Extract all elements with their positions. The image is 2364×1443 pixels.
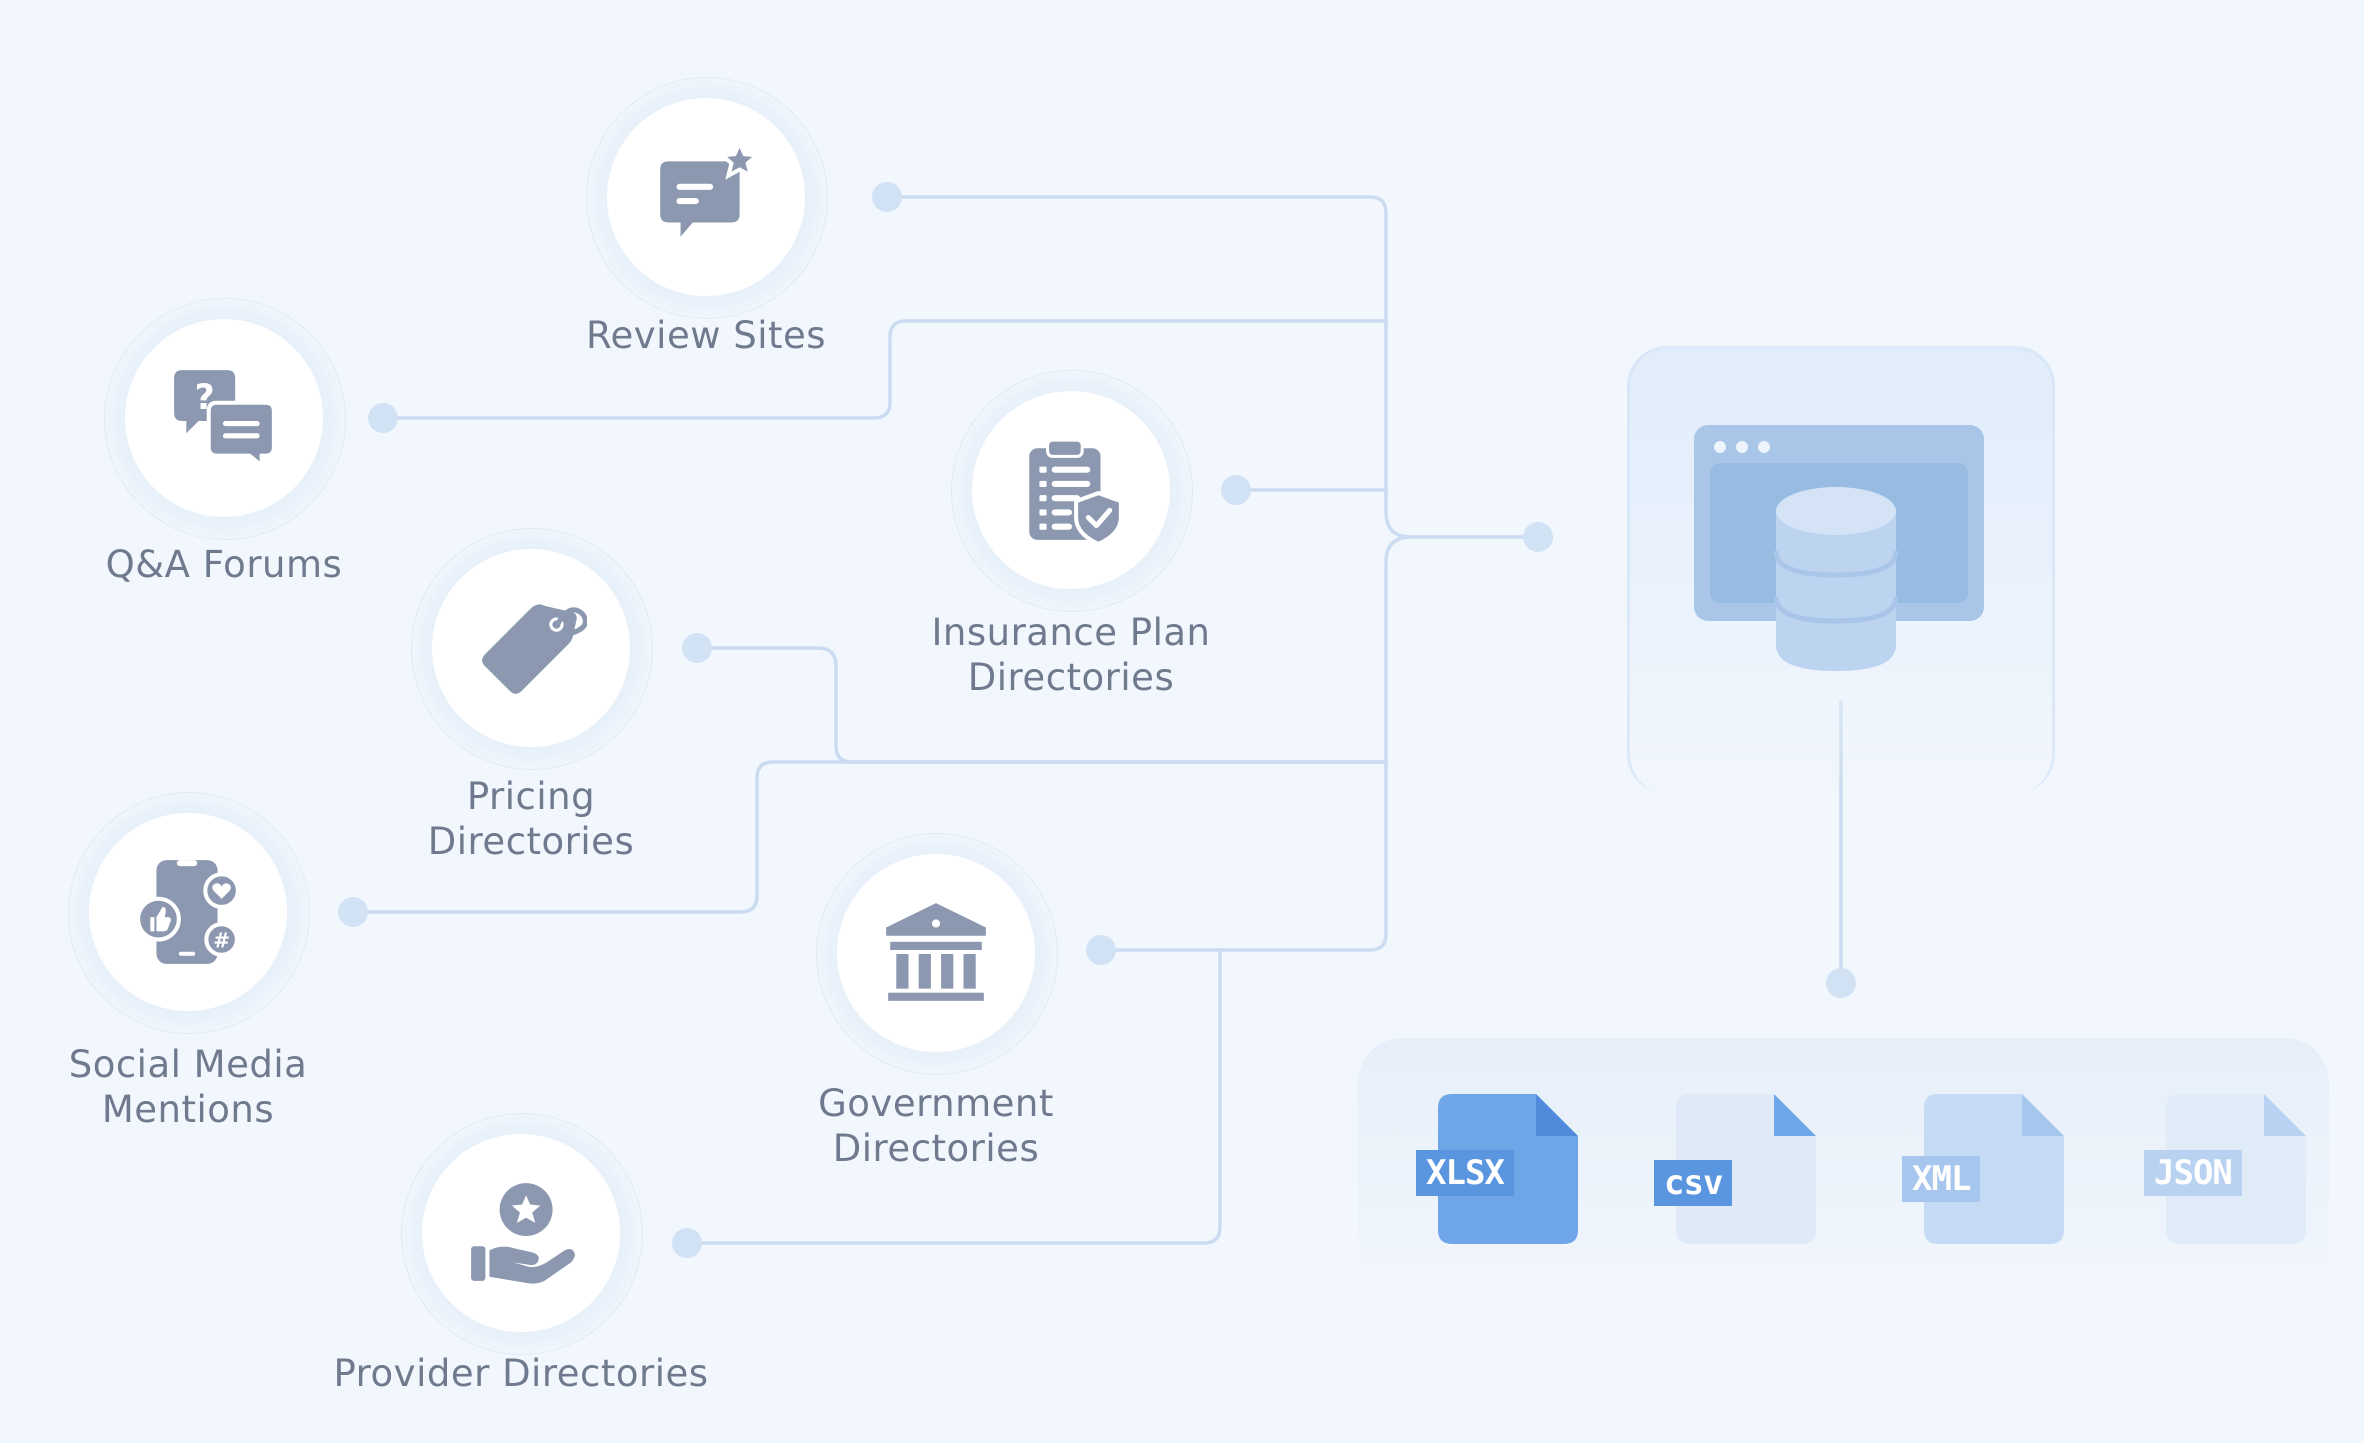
connector-review-sites [887,195,1538,539]
database-window-icon [1694,425,1984,671]
hand-star-icon [471,1183,575,1284]
label-pricing: Pricing Directories [427,775,635,863]
dot-files [1826,968,1856,998]
price-tag-icon [482,604,587,694]
dot-database [1523,522,1553,552]
file-xlsx[interactable]: XLSX [1416,1094,1578,1244]
connector-qa-forums [383,319,1386,420]
label-review-sites: Review Sites [585,314,827,357]
database-card [1627,346,2055,794]
social-phone-icon: # [136,860,240,964]
label-insurance-plan: Insurance Plan Directories [931,611,1211,699]
dot-social-media [338,897,368,927]
svg-text:#: # [213,929,230,953]
dot-review-sites [872,182,902,212]
review-chat-star-icon [660,141,762,237]
badge-json: JSON [2144,1150,2242,1196]
dot-provider [672,1228,702,1258]
clipboard-shield-icon [1029,438,1123,546]
dot-insurance-plan [1221,475,1251,505]
csv-file-icon [1676,1094,1816,1244]
label-qa-forums: Q&A Forums [105,543,343,586]
dot-government [1086,935,1116,965]
dot-qa-forums [368,403,398,433]
connector-provider [687,950,1222,1245]
badge-xlsx: XLSX [1416,1150,1514,1196]
badge-csv: csv [1654,1160,1733,1206]
label-social-media: Social Media Mentions [68,1043,308,1131]
file-csv[interactable]: csv [1654,1094,1816,1244]
label-provider: Provider Directories [333,1352,709,1395]
government-building-icon [886,903,986,1001]
file-json[interactable]: JSON [2144,1094,2306,1244]
connector-government [1101,535,1412,952]
qa-chat-bubbles-icon: ? [174,370,276,471]
xml-file-icon [1924,1094,2064,1244]
label-government: Government Directories [818,1082,1054,1170]
dot-pricing [682,633,712,663]
connector-social-media [353,760,1386,914]
file-xml[interactable]: XML [1902,1094,2064,1244]
badge-xml: XML [1902,1156,1981,1202]
